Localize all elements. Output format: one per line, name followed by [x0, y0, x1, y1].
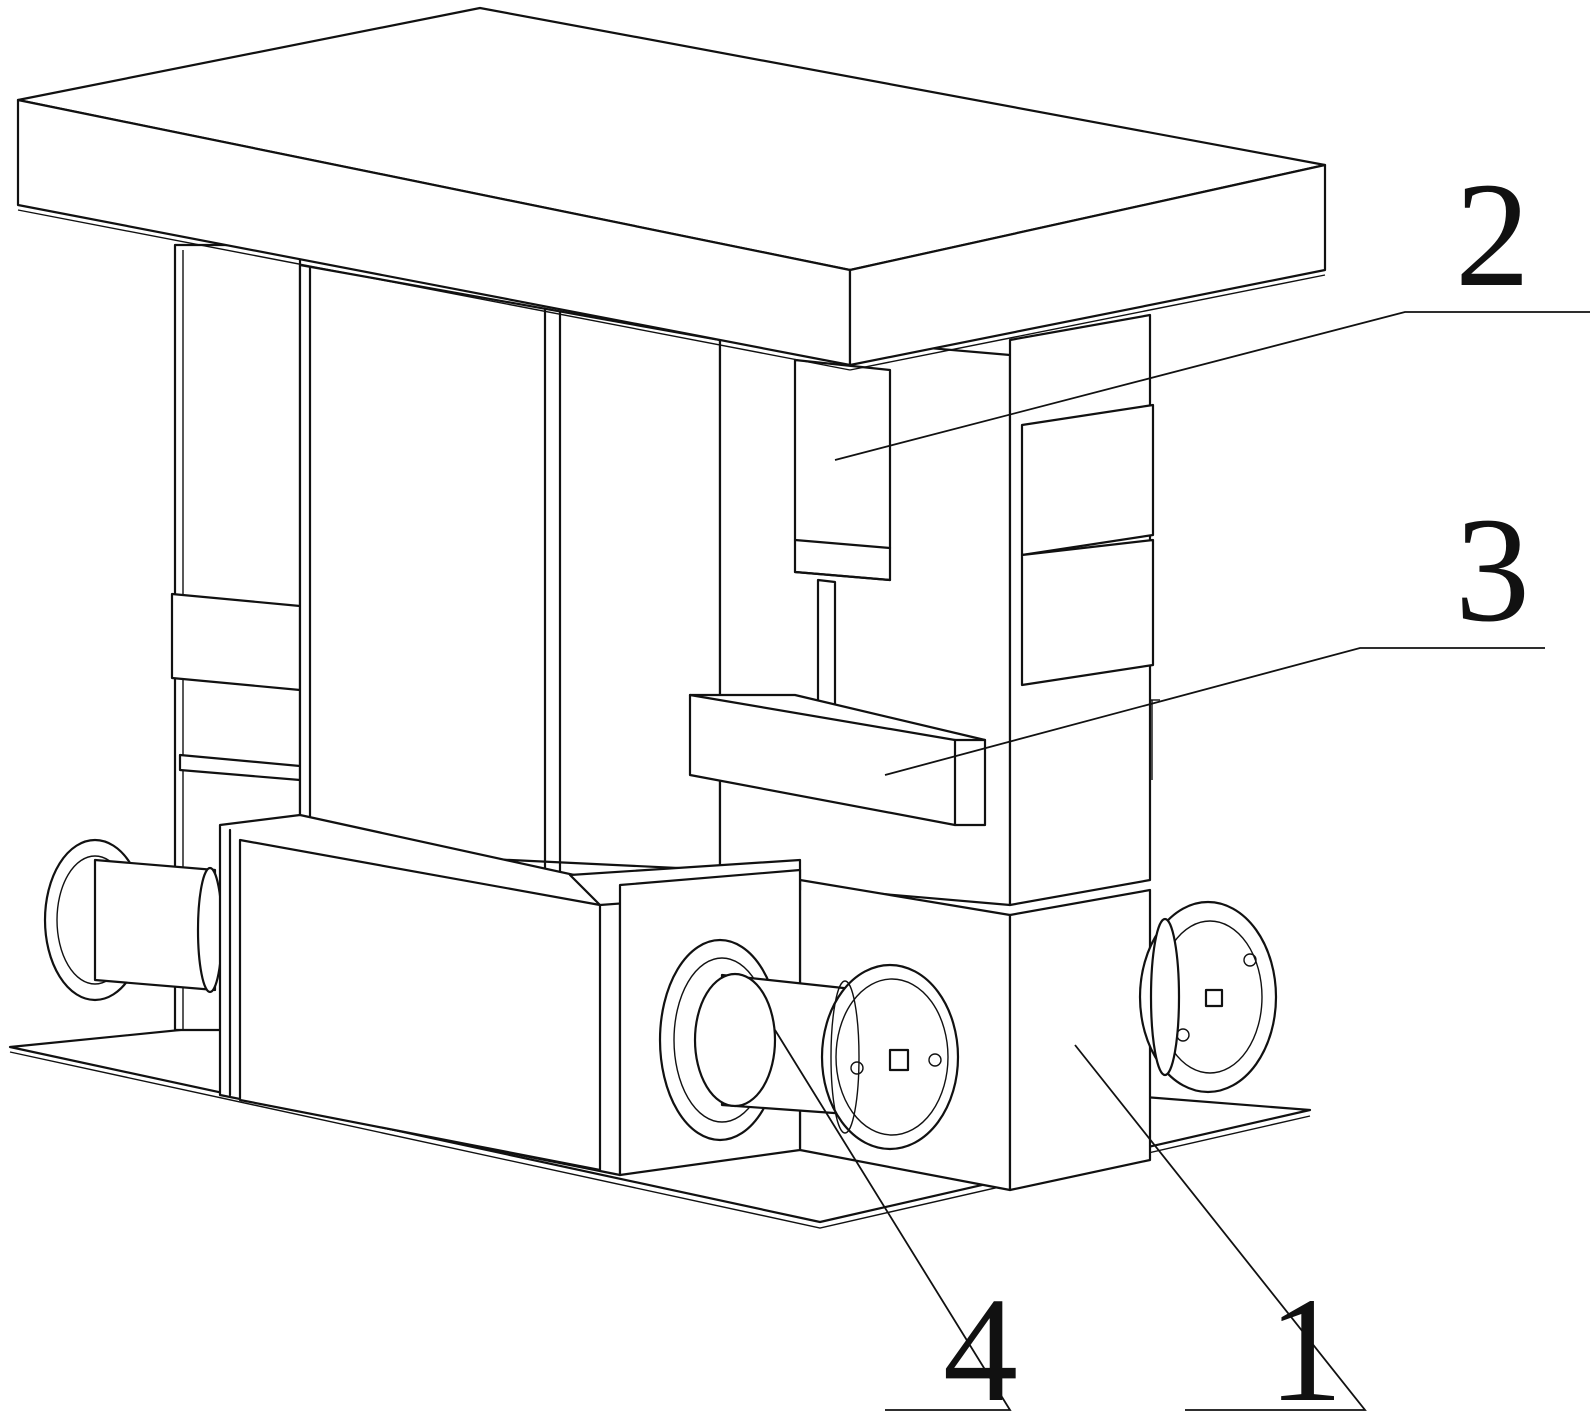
- callout-labels: 2 3 4 1: [943, 152, 1530, 1418]
- rear-right-wheel: [1138, 900, 1278, 1094]
- leader-1: [1074, 1044, 1367, 1411]
- callout-2: 2: [1455, 152, 1530, 318]
- press-block: [688, 693, 987, 827]
- roller: [658, 938, 960, 1151]
- rear-left-wheel: [43, 838, 224, 1002]
- callout-1: 1: [1268, 1267, 1343, 1418]
- leader-3: [884, 647, 1545, 776]
- callout-4: 4: [943, 1267, 1018, 1418]
- callout-3: 3: [1455, 487, 1530, 653]
- top-plate: [16, 6, 1327, 371]
- leader-4: [774, 1029, 1012, 1411]
- center-panel: [298, 263, 731, 880]
- leader-lines: [774, 311, 1590, 1411]
- leader-2: [834, 311, 1590, 461]
